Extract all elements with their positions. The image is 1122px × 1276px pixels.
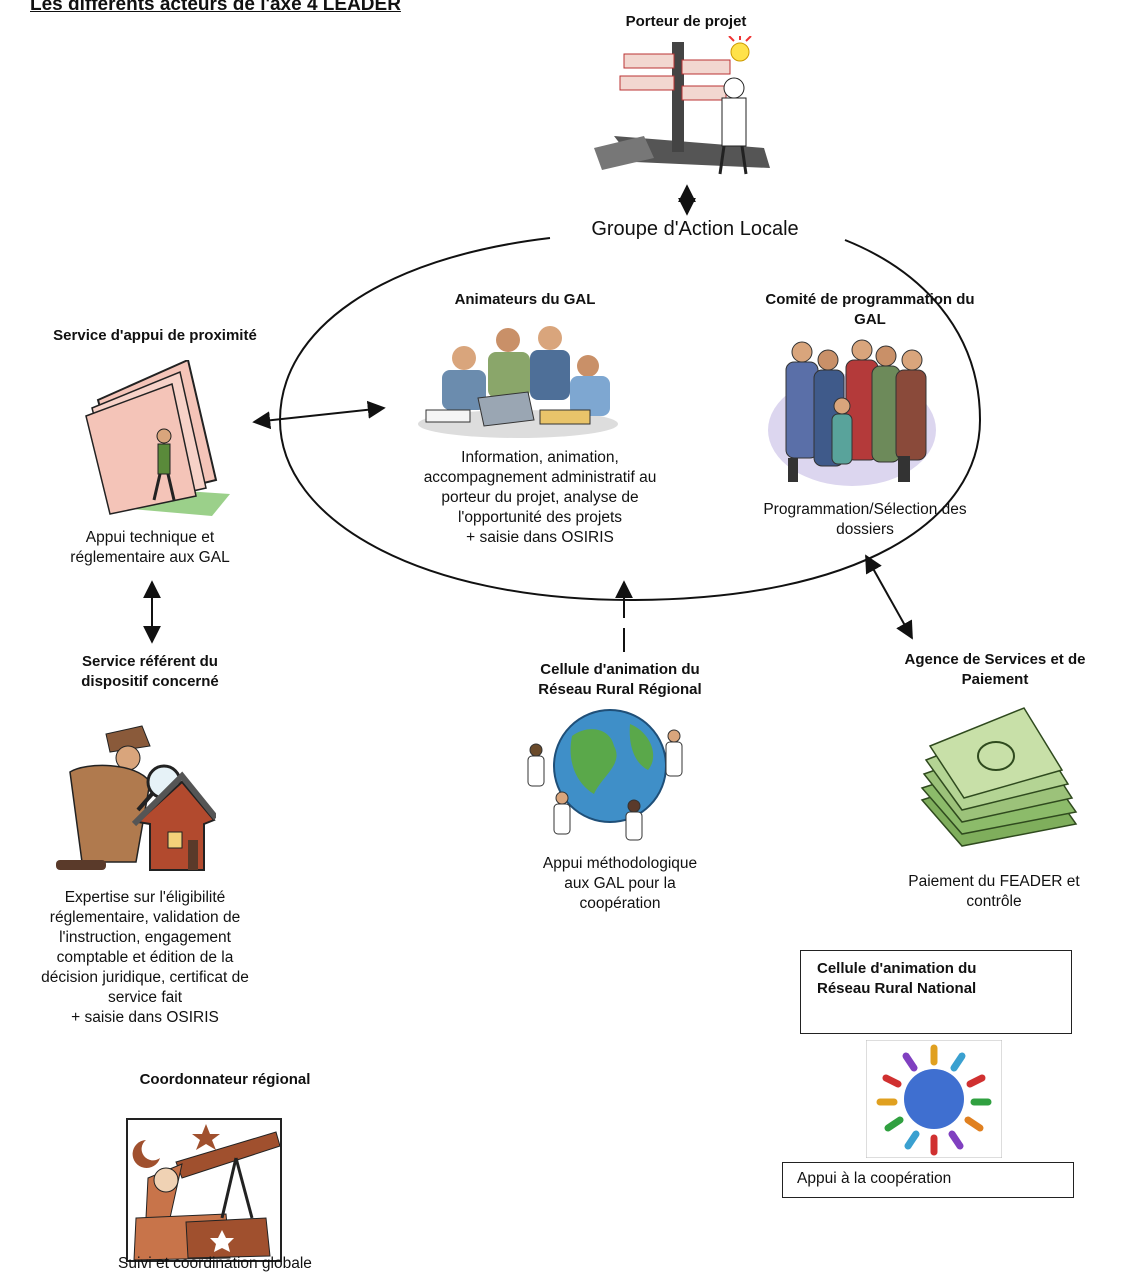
rrr-description: Appui méthodologique aux GAL pour la coo… bbox=[500, 854, 740, 914]
proximite-description: Appui technique et réglementaire aux GAL bbox=[30, 528, 270, 568]
asp-title: Agence de Services et de Paiement bbox=[870, 650, 1120, 690]
asp-title-line: Agence de Services et de bbox=[904, 651, 1086, 668]
asp-title-line: Paiement bbox=[961, 671, 1029, 688]
asp-desc-line: contrôle bbox=[966, 893, 1022, 910]
rrr-title-line: Réseau Rural Régional bbox=[538, 681, 702, 698]
rrn-title-line: Réseau Rural National bbox=[817, 980, 977, 997]
comite-desc-line: dossiers bbox=[836, 521, 894, 538]
rrr-desc-line: Appui méthodologique bbox=[542, 855, 698, 872]
animateurs-desc-line: + saisie dans OSIRIS bbox=[466, 529, 614, 546]
referent-title-line: dispositif concerné bbox=[81, 673, 219, 690]
proximite-title: Service d'appui de proximité bbox=[53, 327, 257, 344]
astronomer-telescope-icon bbox=[126, 1118, 282, 1262]
comite-title-line: GAL bbox=[854, 311, 886, 328]
comite-title: Comité de programmation du GAL bbox=[720, 290, 1020, 330]
rrn-title: Cellule d'animation du Réseau Rural Nati… bbox=[801, 951, 1071, 999]
comite-title-line: Comité de programmation du bbox=[765, 291, 975, 308]
coord-title: Coordonnateur régional bbox=[139, 1071, 311, 1088]
detective-house-icon bbox=[56, 725, 216, 871]
rrn-description: Appui à la coopération bbox=[797, 1170, 952, 1187]
rrr-title: Cellule d'animation du Réseau Rural Régi… bbox=[490, 660, 750, 700]
animateurs-description: Information, animation, accompagnement a… bbox=[360, 448, 720, 548]
porteur-title: Porteur de projet bbox=[625, 13, 747, 30]
gal-label: Groupe d'Action Locale bbox=[591, 218, 799, 240]
globe-people-icon bbox=[527, 709, 683, 841]
referent-desc-line: service fait bbox=[107, 989, 183, 1006]
animateurs-desc-line: Information, animation, bbox=[461, 449, 619, 466]
arrow-comite-asp bbox=[865, 554, 913, 640]
referent-desc-line: décision juridique, certificat de bbox=[41, 969, 249, 986]
rrr-desc-line: coopération bbox=[579, 895, 661, 912]
rrn-box: Cellule d'animation du Réseau Rural Nati… bbox=[800, 950, 1072, 1034]
proximite-desc-line: Appui technique et bbox=[85, 529, 215, 546]
asp-desc-line: Paiement du FEADER et bbox=[908, 873, 1080, 890]
referent-desc-line: + saisie dans OSIRIS bbox=[71, 1009, 219, 1026]
referent-desc-line: l'instruction, engagement bbox=[59, 929, 231, 946]
referent-title-line: Service référent du bbox=[82, 653, 218, 670]
rrr-title-line: Cellule d'animation du bbox=[540, 661, 700, 678]
referent-desc-line: Expertise sur l'éligibilité bbox=[64, 889, 226, 906]
referent-desc-line: comptable et édition de la bbox=[56, 949, 234, 966]
rrn-description-box: Appui à la coopération bbox=[782, 1162, 1074, 1198]
proximite-desc-line: réglementaire aux GAL bbox=[70, 549, 230, 566]
page-title: Les différents acteurs de l'axe 4 LEADER bbox=[30, 0, 401, 15]
animateurs-title: Animateurs du GAL bbox=[454, 291, 596, 308]
people-circle-icon bbox=[866, 1040, 1002, 1158]
group-of-people-icon bbox=[768, 339, 936, 486]
referent-desc-line: réglementaire, validation de bbox=[49, 909, 241, 926]
coord-description: Suivi et coordination globale bbox=[118, 1255, 312, 1272]
money-stack-icon bbox=[920, 707, 1078, 847]
referent-description: Expertise sur l'éligibilité réglementair… bbox=[0, 888, 290, 1028]
arrow-proximite-animateurs bbox=[252, 400, 386, 430]
meeting-laptop-icon bbox=[418, 326, 618, 438]
referent-title: Service référent du dispositif concerné bbox=[30, 652, 270, 692]
rrn-title-line: Cellule d'animation du bbox=[817, 960, 977, 977]
asp-description: Paiement du FEADER et contrôle bbox=[874, 872, 1114, 912]
comite-desc-line: Programmation/Sélection des bbox=[763, 501, 967, 518]
animateurs-desc-line: porteur du projet, analyse de bbox=[441, 489, 639, 506]
gal-ellipse bbox=[278, 237, 982, 602]
rrr-desc-line: aux GAL pour la bbox=[564, 875, 676, 892]
animateurs-desc-line: accompagnement administratif au bbox=[423, 469, 657, 486]
papers-stack-icon bbox=[85, 360, 230, 516]
comite-description: Programmation/Sélection des dossiers bbox=[720, 500, 1010, 540]
animateurs-desc-line: l'opportunité des projets bbox=[457, 509, 623, 526]
crossroads-signpost-man-icon bbox=[594, 36, 770, 175]
